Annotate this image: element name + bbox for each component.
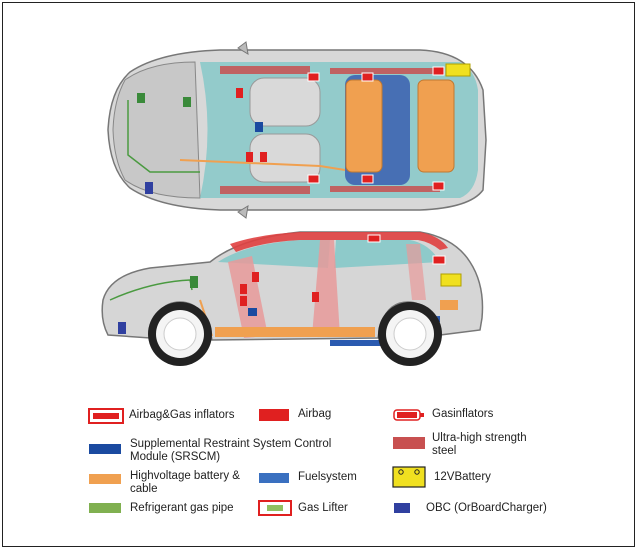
- side-view-car: [101, 231, 484, 366]
- top-view-car: [107, 41, 487, 219]
- figure-frame: [2, 2, 635, 547]
